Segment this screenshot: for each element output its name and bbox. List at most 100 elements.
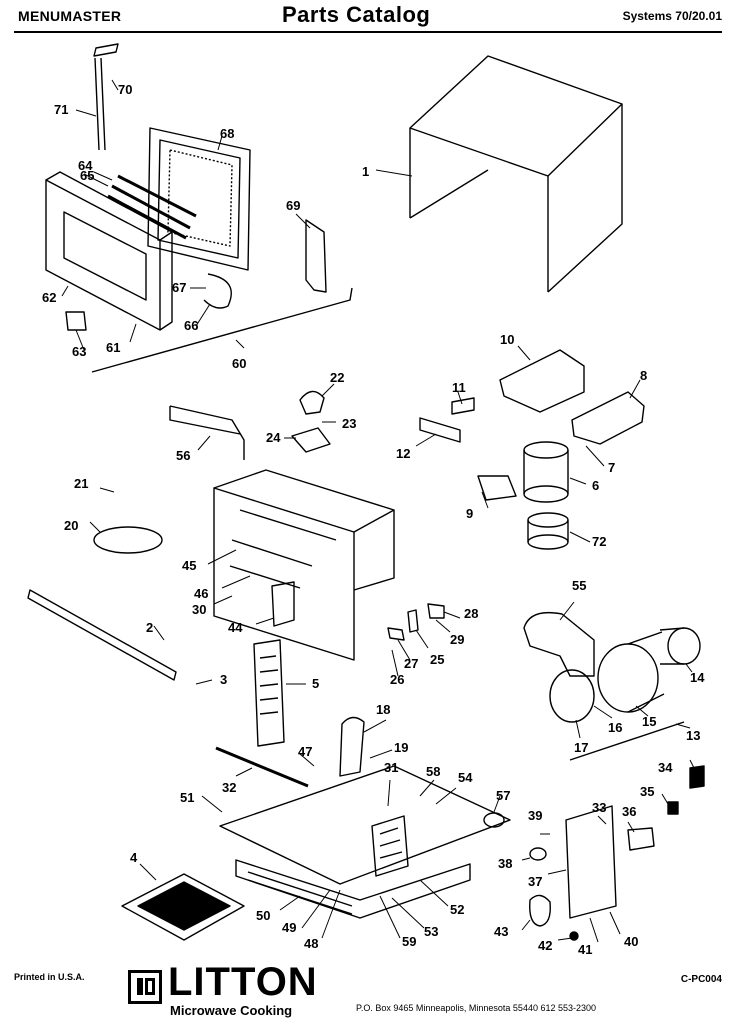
printed-in-label: Printed in U.S.A. [14, 972, 85, 982]
part-number-label: 57 [496, 788, 510, 803]
part-number-label: 4 [130, 850, 138, 865]
part-number-label: 65 [80, 168, 94, 183]
part-number-label: 67 [172, 280, 186, 295]
part-number-label: 29 [450, 632, 464, 647]
part-number-label: 62 [42, 290, 56, 305]
part-number-label: 34 [658, 760, 673, 775]
part-number-label: 25 [430, 652, 444, 667]
part-number-label: 26 [390, 672, 404, 687]
part-number-label: 42 [538, 938, 552, 953]
part-number-label: 15 [642, 714, 656, 729]
part-12 [419, 417, 461, 443]
part-22 [299, 390, 325, 415]
assembly-bracket-13 [569, 721, 685, 761]
part-filter [121, 873, 245, 941]
part-base [235, 859, 471, 919]
part-number-label: 14 [690, 670, 705, 685]
part-number-label: 63 [72, 344, 86, 359]
part-number-label: 20 [64, 518, 78, 533]
header-rule [14, 31, 722, 33]
part-number-label: 66 [184, 318, 198, 333]
part-28 [427, 603, 445, 619]
part-57 [483, 812, 505, 828]
part-number-label: 58 [426, 764, 440, 779]
part-blower-wheel [549, 669, 595, 723]
part-stirrer-motor [523, 441, 569, 503]
part-33-board [565, 805, 617, 919]
address-line: P.O. Box 9465 Minneapolis, Minnesota 554… [356, 1003, 597, 1013]
part-number-label: 24 [266, 430, 281, 445]
part-38 [529, 847, 547, 861]
part-latch-plate [65, 311, 87, 331]
part-blower-motor [659, 627, 701, 665]
part-number-label: 12 [396, 446, 410, 461]
part-number-label: 48 [304, 936, 318, 951]
part-24 [291, 427, 331, 453]
part-number-label: 37 [528, 874, 542, 889]
part-number-label: 44 [228, 620, 243, 635]
part-number-label: 32 [222, 780, 236, 795]
part-number-label: 50 [256, 908, 270, 923]
part-number-label: 27 [404, 656, 418, 671]
part-latch-bar [94, 57, 106, 151]
part-number-label: 72 [592, 534, 606, 549]
part-cabinet [409, 55, 623, 293]
part-number-label: 68 [220, 126, 234, 141]
part-number-label: 9 [466, 506, 473, 521]
part-transformer [371, 815, 409, 877]
part-base-plate [219, 765, 511, 885]
part-number-label: 38 [498, 856, 512, 871]
systems-label: Systems 70/20.01 [622, 9, 722, 23]
part-32-rod [215, 746, 309, 788]
part-number-label: 5 [312, 676, 319, 691]
part-44 [271, 581, 295, 627]
part-number-label: 39 [528, 808, 542, 823]
part-number-label: 10 [500, 332, 514, 347]
part-number-label: 43 [494, 924, 508, 939]
part-number-label: 52 [450, 902, 464, 917]
part-door-seal [203, 273, 232, 309]
part-number-label: 35 [640, 784, 654, 799]
part-number-label: 45 [182, 558, 196, 573]
part-number-label: 46 [194, 586, 208, 601]
part-number-label: 7 [608, 460, 615, 475]
brand-label: MENUMASTER [18, 8, 122, 24]
part-11 [451, 397, 475, 415]
part-35 [667, 801, 679, 815]
part-number-label: 31 [384, 760, 398, 775]
part-55 [523, 611, 595, 677]
part-number-label: 71 [54, 102, 68, 117]
part-number-label: 18 [376, 702, 390, 717]
part-number-label: 64 [78, 158, 93, 173]
part-air-duct [571, 391, 645, 445]
part-36 [627, 827, 655, 851]
part-hinge [305, 219, 327, 293]
part-number-label: 53 [424, 924, 438, 939]
part-number-label: 41 [578, 942, 592, 957]
part-number-label: 59 [402, 934, 416, 949]
part-25 [407, 609, 419, 633]
part-number-label: 3 [220, 672, 227, 687]
page-title: Parts Catalog [282, 2, 431, 27]
part-number-label: 30 [192, 602, 206, 617]
catalog-code: C-PC004 [680, 974, 722, 985]
part-number-label: 22 [330, 370, 344, 385]
part-control-panel [253, 639, 285, 747]
part-number-label: 16 [608, 720, 622, 735]
part-stirrer-cover [499, 349, 585, 413]
part-number-label: 51 [180, 790, 194, 805]
part-number-label: 49 [282, 920, 296, 935]
part-9 [477, 475, 517, 501]
part-blower-housing [597, 631, 665, 713]
part-42 [569, 931, 579, 941]
exploded-parts-diagram: 1234567891011121314151617181920212223242… [27, 43, 705, 957]
part-43 [529, 894, 551, 927]
part-number-label: 61 [106, 340, 120, 355]
logo-subtitle: Microwave Cooking [170, 1003, 293, 1018]
leader-lines [61, 79, 695, 943]
part-27 [387, 627, 405, 641]
part-18 [339, 716, 365, 777]
part-number-label: 70 [118, 82, 132, 97]
part-number-label: 33 [592, 800, 606, 815]
part-70-clip [93, 43, 119, 57]
